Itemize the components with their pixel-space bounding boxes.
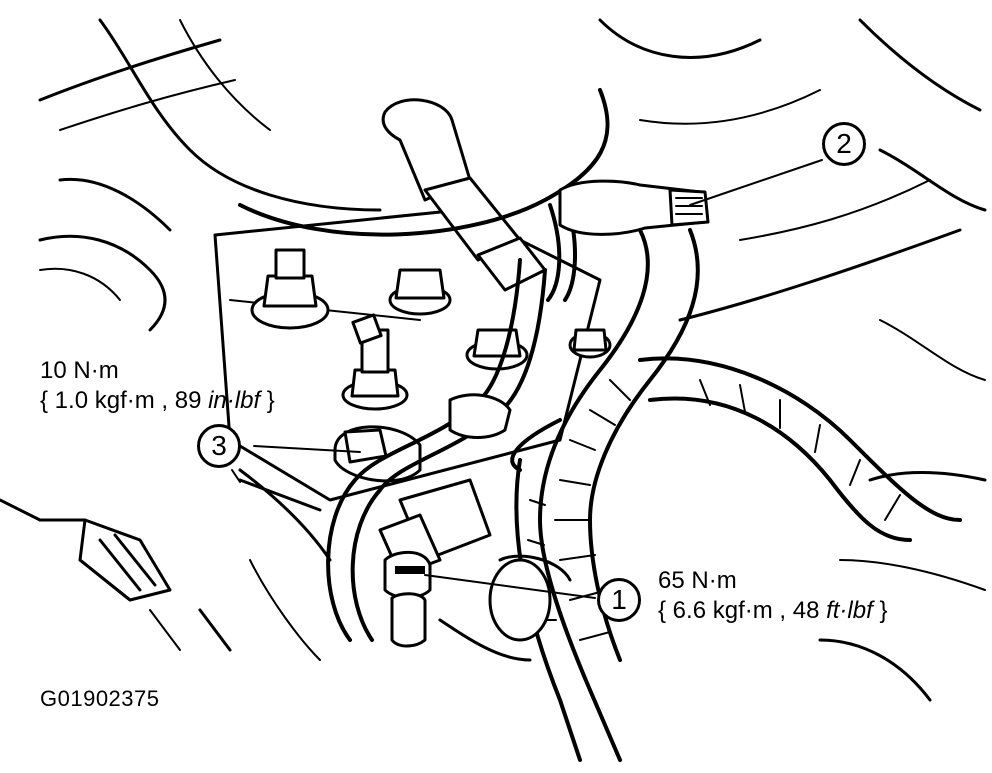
torque-spec-3: 10 N·m { 1.0 kgf·m , 89 in·lbf } [40, 356, 275, 416]
connector-2 [558, 179, 710, 236]
bracket-bolt [333, 425, 422, 483]
callout-marker-3: 3 [197, 424, 241, 468]
figure-code: G01902375 [40, 686, 160, 711]
leader-lines [231, 159, 823, 599]
callout-marker-1: 1 [597, 578, 641, 622]
torque-spec-3-conversion: { 1.0 kgf·m , 89 in·lbf } [40, 387, 275, 414]
upper-hose [238, 88, 610, 302]
torque-spec-1-nm: 65 N·m [658, 567, 737, 594]
lower-hose-fitting [326, 258, 572, 648]
engine-contours [0, 18, 987, 702]
torque-spec-1-conversion: { 6.6 kgf·m , 48 ft·lbf } [658, 597, 888, 624]
wiring-harness [510, 228, 962, 762]
torque-spec-1: 65 N·m { 6.6 kgf·m , 48 ft·lbf } [658, 566, 887, 626]
callout-marker-2: 2 [822, 122, 866, 166]
torque-spec-3-nm: 10 N·m [40, 357, 119, 384]
plate-bolts [250, 248, 612, 411]
bracket-tab [38, 518, 172, 602]
